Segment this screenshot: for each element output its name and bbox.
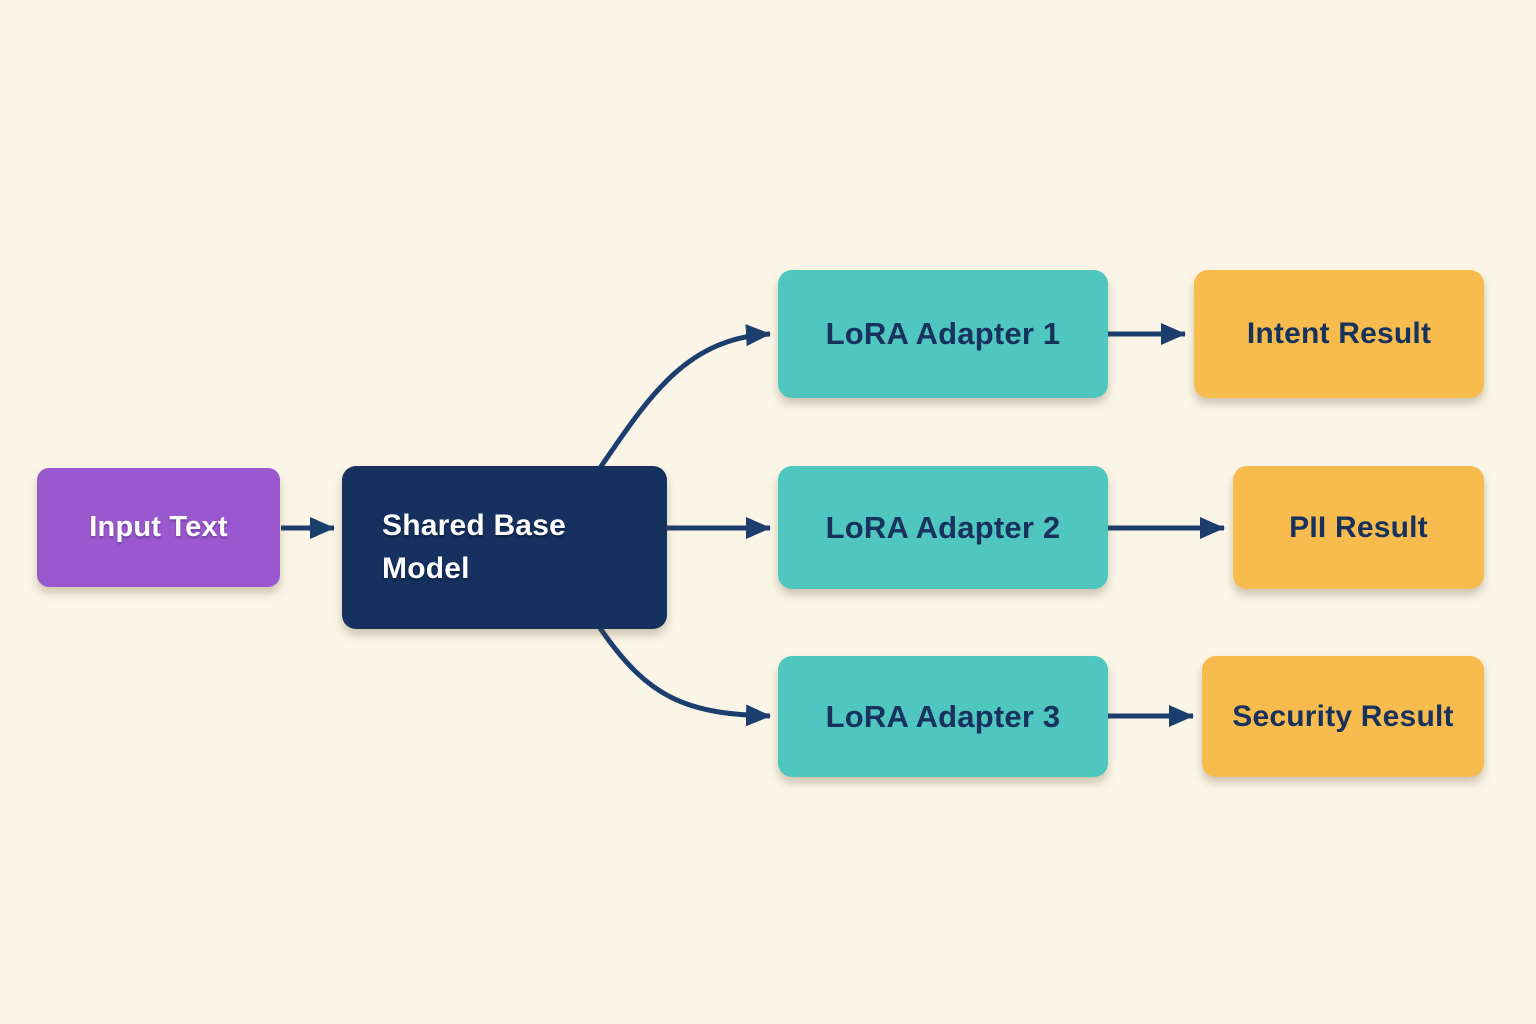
node-shared-base-model-label: Shared Base Model <box>382 508 566 585</box>
node-security-result-label: Security Result <box>1232 699 1454 733</box>
node-lora-adapter-3: LoRA Adapter 3 <box>778 656 1108 777</box>
node-intent-result: Intent Result <box>1194 270 1484 398</box>
node-intent-result-label: Intent Result <box>1246 317 1432 350</box>
node-shared-base-model: Shared Base Model <box>342 466 667 629</box>
node-lora-adapter-2-label: LoRA Adapter 2 <box>825 509 1061 545</box>
node-lora-adapter-3-label: LoRA Adapter 3 <box>825 698 1061 734</box>
node-input-text: Input Text <box>37 468 280 587</box>
node-lora-adapter-1: LoRA Adapter 1 <box>778 270 1108 398</box>
node-security-result: Security Result <box>1202 656 1484 777</box>
node-lora-adapter-2: LoRA Adapter 2 <box>778 466 1108 589</box>
node-pii-result-label: PII Result <box>1289 510 1428 544</box>
node-input-text-label: Input Text <box>89 511 228 543</box>
node-pii-result: PII Result <box>1233 466 1484 589</box>
node-lora-adapter-1-label: LoRA Adapter 1 <box>825 316 1061 351</box>
edge-base-to-adapter3 <box>597 626 771 727</box>
edge-base-to-adapter1 <box>597 324 771 470</box>
